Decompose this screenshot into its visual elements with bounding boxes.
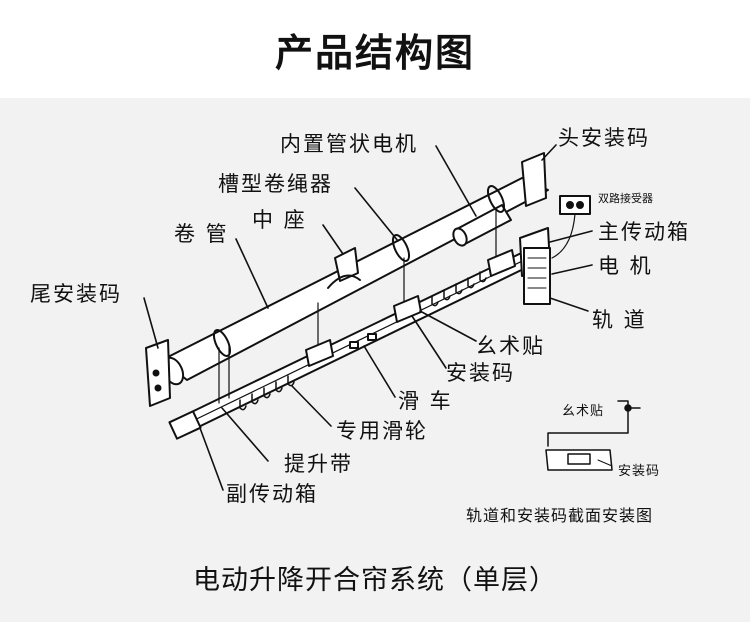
label-head-bracket: 头安装码	[558, 126, 650, 150]
head-bracket-shape	[521, 152, 547, 207]
label-pulley: 专用滑轮	[336, 419, 428, 443]
slider-shapes	[349, 333, 377, 349]
main-gearbox-shape	[519, 227, 551, 305]
tubular-motor-shape	[452, 204, 512, 247]
label-tail-bracket: 尾安装码	[30, 282, 122, 306]
inset-caption: 轨道和安装码截面安装图	[466, 506, 654, 525]
label-lift-tape: 提升带	[284, 452, 353, 476]
diagram-panel: 头安装码 内置管状电机 槽型卷绳器 中 座 卷 管 尾安装码 双路接受器 主传动…	[0, 98, 750, 622]
label-roll-tube: 卷 管	[174, 222, 229, 246]
inset-label-velcro: 幺术贴	[562, 404, 605, 419]
label-tube-motor: 内置管状电机	[280, 132, 418, 156]
groove-roller-shapes	[212, 185, 506, 357]
label-motor: 电 机	[598, 254, 653, 278]
curtain-structure-diagram	[143, 144, 641, 491]
label-mount-bracket: 安装码	[446, 361, 515, 385]
dual-receiver-shape	[551, 195, 591, 259]
inset-label-bracket: 安装码	[618, 464, 661, 479]
label-velcro: 幺术贴	[476, 334, 545, 358]
label-track: 轨 道	[592, 308, 647, 332]
label-aux-gearbox: 副传动箱	[226, 482, 318, 506]
footer-caption: 电动升降开合帘系统（单层）	[193, 565, 557, 596]
inset-cross-section	[545, 400, 641, 471]
leader-lines	[143, 144, 593, 491]
label-groove-roller: 槽型卷绳器	[218, 172, 333, 196]
label-main-gearbox: 主传动箱	[598, 220, 690, 244]
tail-bracket-shape	[145, 339, 171, 407]
mount-bracket-shapes	[305, 249, 516, 367]
label-slider: 滑 车	[398, 389, 453, 413]
page-title: 产品结构图	[274, 31, 475, 75]
label-dual-receiver: 双路接受器	[598, 192, 653, 205]
middle-seat-shape	[327, 247, 361, 289]
label-middle-seat: 中 座	[252, 208, 307, 232]
pulley-hooks	[239, 271, 487, 411]
